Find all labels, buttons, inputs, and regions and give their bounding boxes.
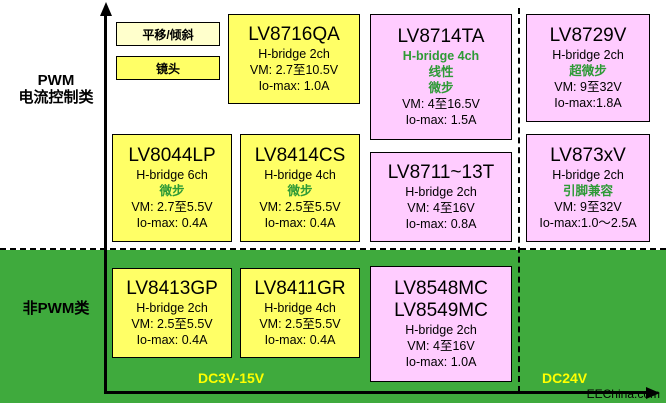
x-axis-arrow [646,386,660,399]
chip-title: LV8411GR [254,278,346,299]
chip-title: LV873xV [550,145,626,166]
chip-lv8716qa: LV8716QA H-bridge 2ch VM: 2.7至10.5V Io-m… [228,14,360,104]
chip-feature: 微步 [287,184,313,198]
chip-title: LV8548MC [394,278,488,299]
watermark: EEChina.com [586,387,660,401]
chip-spec: VM: 4至16V [407,339,475,353]
chip-title: LV8716QA [248,24,340,45]
chip-lv8413gp: LV8413GP H-bridge 2ch VM: 2.5至5.5V Io-ma… [112,268,232,358]
chip-lv8711-13t: LV8711~13T H-bridge 2ch VM: 4至16V Io-max… [370,152,512,242]
chip-spec: VM: 4至16.5V [402,97,480,111]
non-pwm-category-label: 非PWM类 [22,300,90,317]
voltage-range-high: DC24V [542,370,588,386]
chip-title: LV8414CS [254,145,346,166]
chip-title: LV8711~13T [387,162,495,183]
pwm-label-line2: 电流控制类 [18,89,94,107]
chip-spec: Io-max: 0.8A [405,217,477,231]
chip-lv8414cs: LV8414CS H-bridge 4ch 微步 VM: 2.5至5.5V Io… [240,134,360,242]
voltage-range-low: DC3V-15V [198,370,265,386]
chip-title: LV8044LP [128,145,216,166]
chip-spec: Io-max: 1.0A [405,355,477,369]
chip-spec: VM: 2.5至5.5V [259,317,341,331]
pwm-category-label: PWM 电流控制类 [8,72,104,107]
chip-feature: 超微步 [569,64,607,78]
chip-spec: H-bridge 2ch [552,48,624,62]
category-divider [0,248,666,250]
chip-lv8411gr: LV8411GR H-bridge 4ch VM: 2.5至5.5V Io-ma… [240,268,360,358]
chip-lv8044lp: LV8044LP H-bridge 6ch 微步 VM: 2.7至5.5V Io… [112,134,232,242]
chip-feature: 引脚兼容 [562,184,613,198]
chip-spec: H-bridge 2ch [405,323,477,337]
chip-feature: 线性 [428,65,454,79]
chip-spec: H-bridge 4ch [264,301,336,315]
legend-tilt: 平移/倾斜 [116,22,220,46]
chip-lv8714ta: LV8714TA H-bridge 4ch 线性 微步 VM: 4至16.5V … [370,14,512,140]
chip-spec: Io-max: 1.0A [258,79,330,93]
chip-spec: Io-max: 0.4A [136,333,208,347]
chip-title: LV8714TA [397,26,485,47]
chip-feature: H-bridge 4ch [402,49,480,63]
chip-spec: VM: 2.5至5.5V [259,200,341,214]
chip-spec: VM: 2.5至5.5V [131,317,213,331]
pwm-label-line1: PWM [37,72,75,89]
chip-spec: Io-max: 1.5A [405,113,477,127]
chip-lv873xv: LV873xV H-bridge 2ch 引脚兼容 VM: 9至32V Io-m… [526,134,650,242]
chip-spec: H-bridge 6ch [136,168,208,182]
chip-feature: 微步 [159,184,185,198]
chip-spec: H-bridge 2ch [136,301,208,315]
chip-spec: VM: 9至32V [554,80,622,94]
x-axis [104,391,649,394]
chip-spec: H-bridge 2ch [258,47,330,61]
chip-spec: H-bridge 4ch [264,168,336,182]
y-axis-arrow [99,2,112,16]
chip-spec: H-bridge 2ch [405,185,477,199]
chip-spec: Io-max: 0.4A [264,333,336,347]
chip-spec: Io-max:1.8A [554,96,622,110]
y-axis [104,14,107,394]
legend-lens: 镜头 [116,56,220,80]
chip-spec: H-bridge 2ch [552,168,624,182]
chip-lv8548mc-lv8549mc: LV8548MC LV8549MC H-bridge 2ch VM: 4至16V… [370,266,512,382]
chip-spec: Io-max: 0.4A [264,216,336,230]
chip-title: LV8729V [549,25,627,46]
chip-title: LV8413GP [126,278,218,299]
chip-spec: VM: 2.7至10.5V [249,63,339,77]
chip-spec: Io-max: 0.4A [136,216,208,230]
chip-lv8729v: LV8729V H-bridge 2ch 超微步 VM: 9至32V Io-ma… [526,14,650,122]
chip-spec: VM: 9至32V [554,200,622,214]
chip-spec: Io-max:1.0～2.5A [539,216,637,230]
chip-title-secondary: LV8549MC [394,300,488,321]
chip-spec: VM: 4至16V [407,201,475,215]
voltage-divider [518,8,520,392]
chip-feature: 微步 [428,81,454,95]
chip-spec: VM: 2.7至5.5V [131,200,213,214]
